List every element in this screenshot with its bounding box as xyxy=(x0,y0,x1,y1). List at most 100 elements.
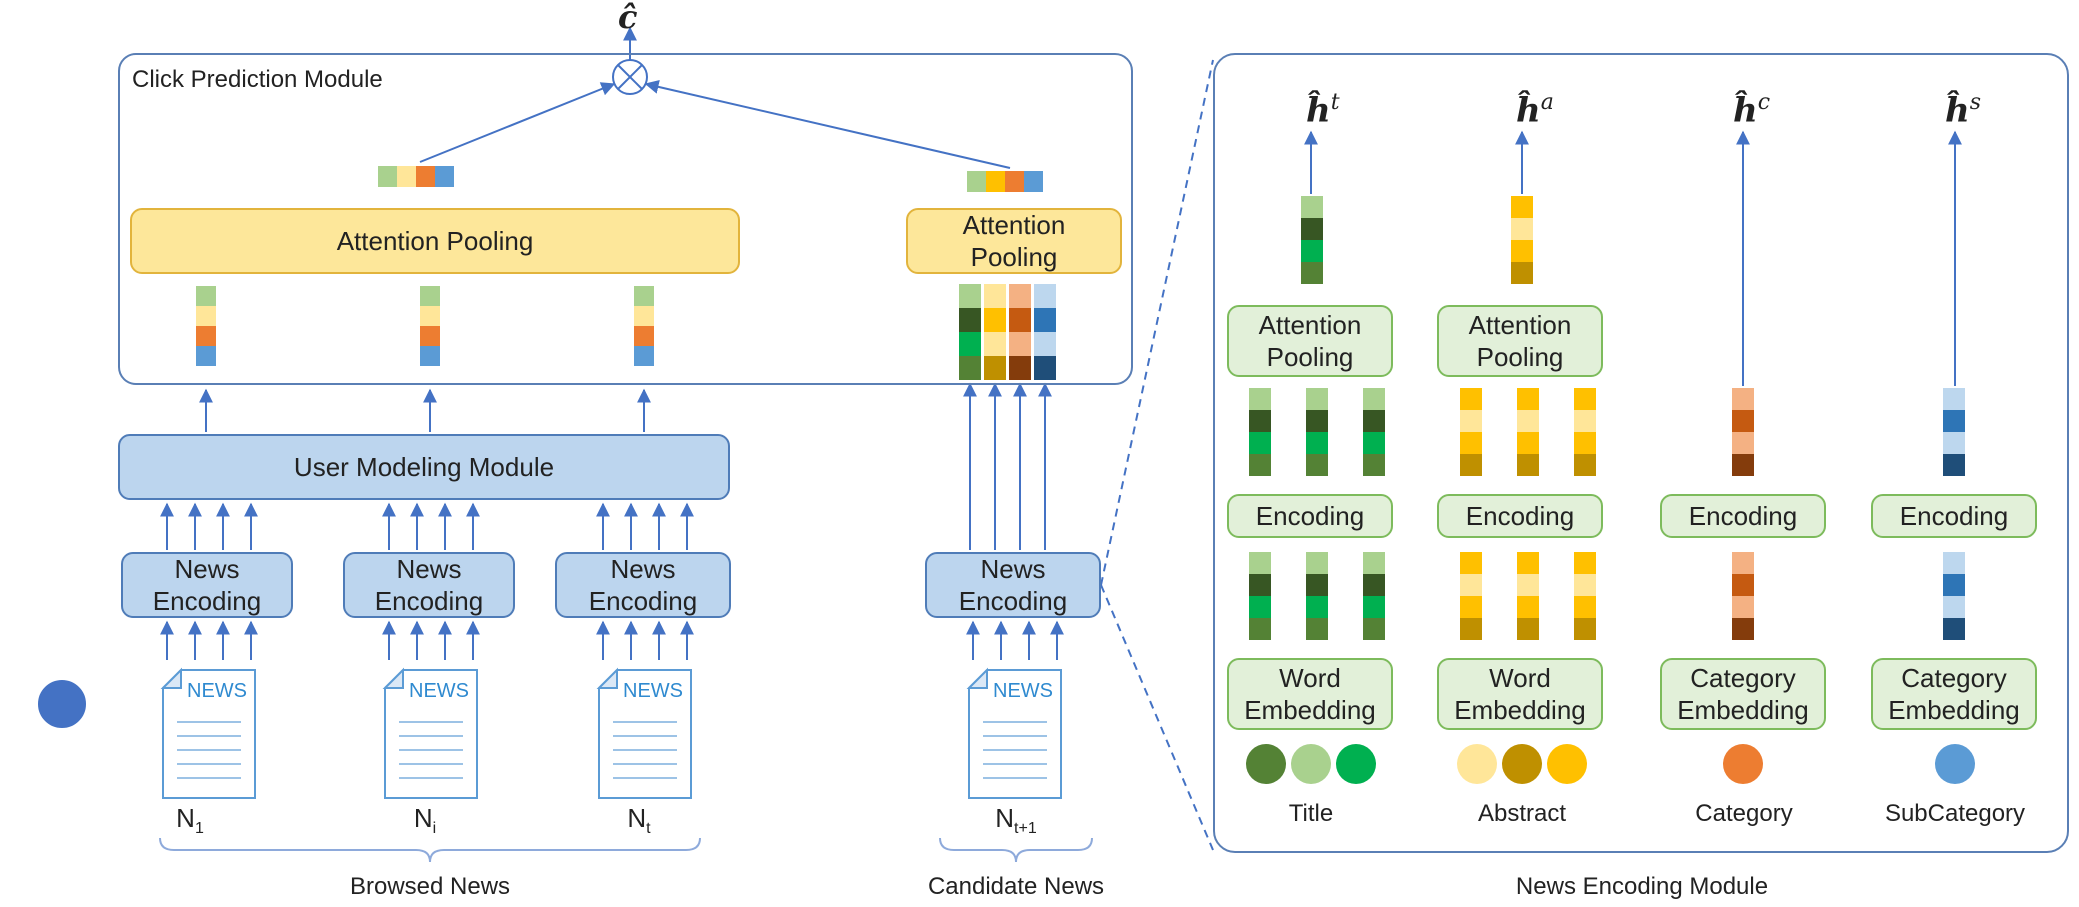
abstract-embedded-vec-cell xyxy=(1460,552,1482,574)
title-embedded-vec-cell xyxy=(1249,552,1271,574)
candidate-rep-cell xyxy=(986,171,1005,192)
title-word-embedding: Word Embedding xyxy=(1227,658,1393,730)
news-encoding-i-line2: Encoding xyxy=(374,586,484,616)
output-h-title-sup: t xyxy=(1330,90,1340,115)
title-encoded-vec-cell xyxy=(1363,432,1385,454)
attention-pooling-user: Attention Pooling xyxy=(130,208,740,274)
abstract-embedded-vec-cell xyxy=(1574,574,1596,596)
news-label-n1: N1 xyxy=(176,803,204,838)
category-dot xyxy=(1723,744,1763,784)
abstract-attention-pooling-line1: Attention xyxy=(1468,309,1572,340)
user-rep-cell xyxy=(397,166,416,187)
subcategory-embedding: Category Embedding xyxy=(1871,658,2037,730)
candidate-title-vec-cell xyxy=(959,308,981,332)
candidate-category-vec-cell xyxy=(1009,332,1031,356)
title-encoded-vec-cell xyxy=(1249,432,1271,454)
user-to-otimes-arrow xyxy=(419,82,616,163)
candidate-to-otimes-arrow xyxy=(644,80,1011,169)
title-word-embedding-line2: Embedding xyxy=(1244,695,1376,725)
browsed-news-brace xyxy=(159,837,701,863)
field-abstract-label: Abstract xyxy=(1477,800,1567,827)
title-attention-pooling: Attention Pooling xyxy=(1227,305,1393,377)
news-encoding-i: News Encoding xyxy=(343,552,515,618)
abstract-encoded-vec-cell xyxy=(1517,388,1539,410)
news-label-ni: Ni xyxy=(414,803,436,838)
news-doc-candidate xyxy=(966,667,1062,799)
title-embedded-vec-cell xyxy=(1249,574,1271,596)
output-h-subcategory: ĥs xyxy=(1945,90,1981,130)
attention-pooling-candidate-line1: Attention xyxy=(962,209,1066,240)
title-word-dot xyxy=(1336,744,1376,784)
abstract-encoded-vec-cell xyxy=(1460,410,1482,432)
field-category-label: Category xyxy=(1695,800,1793,827)
abstract-embedded-vec-cell xyxy=(1574,552,1596,574)
browsed-news-vector-cell xyxy=(196,286,216,306)
subcategory-dot xyxy=(1935,744,1975,784)
title-encoded-vec-cell xyxy=(1249,454,1271,476)
abstract-encoded-vec-cell xyxy=(1517,432,1539,454)
candidate-subcategory-vec-cell xyxy=(1034,356,1056,380)
abstract-encoded-vec-cell xyxy=(1574,432,1596,454)
browsed-news-vector-cell xyxy=(634,326,654,346)
title-embedded-vec-cell xyxy=(1249,618,1271,640)
title-encoded-vec-cell xyxy=(1363,454,1385,476)
news-encoding-1: News Encoding xyxy=(121,552,293,618)
title-embedded-vec-cell xyxy=(1363,574,1385,596)
title-output-vec-cell xyxy=(1301,262,1323,284)
title-encoding: Encoding xyxy=(1227,494,1393,538)
abstract-embedded-vec-cell xyxy=(1574,618,1596,640)
connection-lines xyxy=(160,26,1962,660)
abstract-attention-pooling-line2: Pooling xyxy=(1476,342,1564,372)
news-encoding-1-line1: News xyxy=(174,553,240,584)
abstract-output-vec-cell xyxy=(1511,218,1533,240)
abstract-embedded-vec-cell xyxy=(1460,574,1482,596)
title-word-embedding-line1: Word xyxy=(1279,662,1341,693)
news-documents xyxy=(160,667,1062,799)
abstract-encoded-vec-cell xyxy=(1460,388,1482,410)
candidate-rep-cell xyxy=(1024,171,1043,192)
abstract-encoded-vec-cell xyxy=(1574,454,1596,476)
news-label-nt: Nt xyxy=(627,803,650,838)
zoom-dashed-lines xyxy=(1100,59,1214,851)
candidate-title-vec-cell xyxy=(959,332,981,356)
candidate-title-vec-cell xyxy=(959,284,981,308)
field-subcategory-label: SubCategory xyxy=(1884,800,2026,827)
doc-fold xyxy=(160,667,182,689)
news-label-n1-sub: 1 xyxy=(194,820,204,837)
title-embedded-vec-cell xyxy=(1363,618,1385,640)
doc-fold xyxy=(596,667,618,689)
candidate-abstract-vec-cell xyxy=(984,356,1006,380)
news-label-nt-sub: t xyxy=(646,820,651,837)
title-encoded-vec-cell xyxy=(1249,388,1271,410)
abstract-embedded-vec-cell xyxy=(1517,596,1539,618)
candidate-subcategory-vec-cell xyxy=(1034,308,1056,332)
title-attention-pooling-line2: Pooling xyxy=(1266,342,1354,372)
title-encoded-vec-cell xyxy=(1306,432,1328,454)
title-word-dot xyxy=(1291,744,1331,784)
abstract-encoded-vec-cell xyxy=(1460,432,1482,454)
browsed-news-vector-cell xyxy=(196,346,216,366)
news-encoding-module-label: News Encoding Module xyxy=(1515,873,1769,900)
output-h-subcategory-sup: s xyxy=(1969,90,1982,115)
browsed-news-vector-cell xyxy=(420,326,440,346)
doc-fold xyxy=(966,667,988,689)
title-encoded-vec-cell xyxy=(1249,410,1271,432)
candidate-abstract-vec-cell xyxy=(984,308,1006,332)
abstract-embedded-vec-cell xyxy=(1574,596,1596,618)
avatar-head xyxy=(35,677,89,731)
news-doc-candidate-label: NEWS xyxy=(993,680,1053,702)
subcategory-encoded-vec-cell xyxy=(1943,454,1965,476)
news-label-nt1-base: N xyxy=(995,803,1015,833)
subcategory-encoded-vec-cell xyxy=(1943,432,1965,454)
candidate-abstract-vec-cell xyxy=(984,332,1006,356)
abstract-output-vec-cell xyxy=(1511,262,1533,284)
news-label-nt1-sub: t+1 xyxy=(1014,820,1037,837)
field-title-label: Title xyxy=(1288,800,1334,827)
subcategory-embedded-vec-cell xyxy=(1943,574,1965,596)
title-embedded-vec-cell xyxy=(1306,618,1328,640)
news-label-ni-base: N xyxy=(413,803,433,833)
news-doc-1-label: NEWS xyxy=(187,680,247,702)
candidate-subcategory-vec-cell xyxy=(1034,332,1056,356)
title-word-dot xyxy=(1246,744,1286,784)
title-embedded-vec-cell xyxy=(1306,552,1328,574)
